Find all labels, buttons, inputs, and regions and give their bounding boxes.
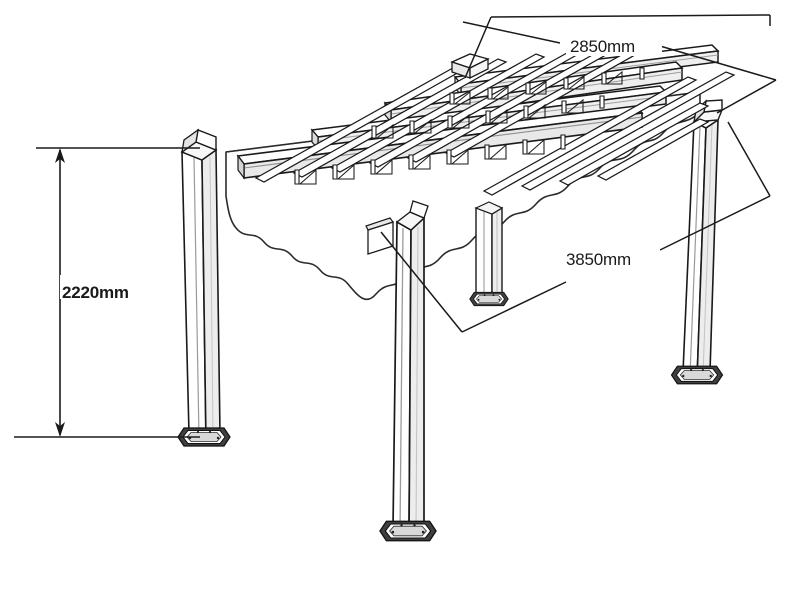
dimension-line-top <box>490 14 771 18</box>
post-rear-left <box>469 201 509 307</box>
dimension-line-lower <box>461 281 567 333</box>
arrowhead-top <box>55 148 65 163</box>
dimension-label-depth: 3850mm <box>566 250 631 269</box>
post-front-left <box>177 128 231 447</box>
rear-beam-cap <box>450 53 490 80</box>
dimension-width-2850mm: 2850mm <box>462 14 777 114</box>
dimension-label-backing <box>562 242 660 268</box>
dimension-label-backing <box>566 30 662 56</box>
leader-line-right <box>716 79 777 114</box>
dimension-label-width: 2850mm <box>570 37 635 56</box>
leader-line-upper-right <box>727 121 771 197</box>
dimension-depth-3850mm: 3850mm <box>380 121 771 333</box>
beam-stub <box>365 217 394 255</box>
arrowhead-bottom <box>55 422 65 437</box>
connector-tabs <box>294 67 645 185</box>
dimension-label-height: 2220mm <box>62 283 129 302</box>
dimension-height-2220mm: 2220mm <box>14 147 200 438</box>
dimension-label-backing <box>60 275 144 299</box>
brace-triangles <box>298 70 623 185</box>
dimension-line-mid-left <box>462 21 561 44</box>
dimension-line-upper <box>659 195 771 251</box>
leader-line-lower-left <box>380 231 463 333</box>
dimension-line-mid-right <box>659 45 777 81</box>
